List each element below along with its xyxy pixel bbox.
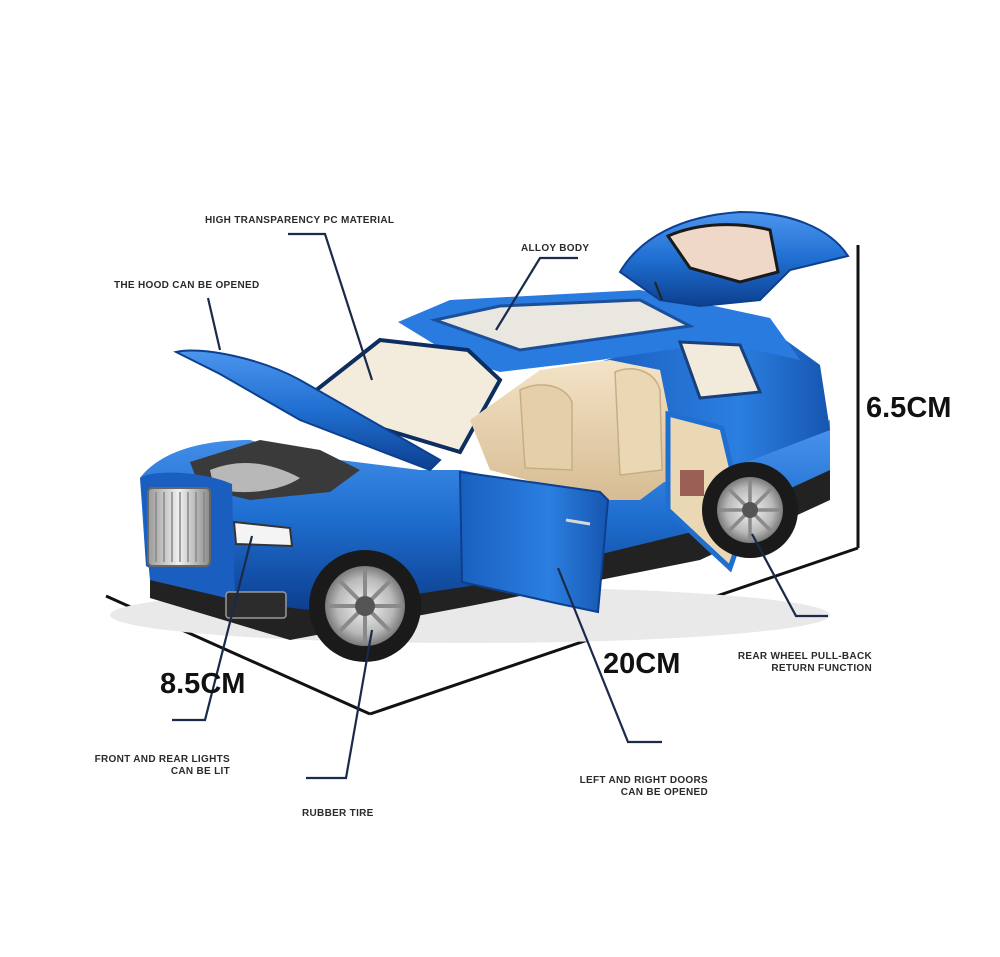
callout-rear-wheel-line1: REAR WHEEL PULL-BACK xyxy=(737,651,872,662)
callout-rear-wheel: REAR WHEEL PULL-BACK RETURN FUNCTION xyxy=(700,651,872,675)
callout-line-doors xyxy=(556,567,662,744)
callout-transparency: HIGH TRANSPARENCY PC MATERIAL xyxy=(205,215,395,226)
sunroof-glass xyxy=(429,298,695,352)
callout-line-alloy xyxy=(495,256,578,331)
dimension-width: 8.5CM xyxy=(160,668,246,700)
callout-alloy: ALLOY BODY xyxy=(521,243,590,254)
dimension-length: 20CM xyxy=(603,648,681,680)
car-illustration xyxy=(110,210,850,662)
callout-line-transparency xyxy=(288,232,374,381)
front-hub xyxy=(355,596,375,616)
lower-grille xyxy=(225,591,287,619)
engine-chrome xyxy=(210,463,300,493)
callout-lights-line1: FRONT AND REAR LIGHTS xyxy=(94,754,230,765)
hood-open xyxy=(173,349,442,472)
tailgate-glass xyxy=(665,223,780,284)
rear-seat xyxy=(614,368,663,476)
callout-tire: RUBBER TIRE xyxy=(302,808,374,819)
rear-window xyxy=(677,340,763,400)
callout-lights: FRONT AND REAR LIGHTS CAN BE LIT xyxy=(70,754,230,778)
door-panel-detail xyxy=(680,470,704,496)
front-seat xyxy=(519,384,573,471)
rear-hub xyxy=(742,502,758,518)
callout-lights-line2: CAN BE LIT xyxy=(170,766,230,777)
door-handle xyxy=(565,518,591,526)
callout-rear-wheel-line2: RETURN FUNCTION xyxy=(771,663,872,674)
callout-line-hood xyxy=(206,297,222,351)
callout-lines xyxy=(172,232,828,780)
callout-doors-line2: CAN BE OPENED xyxy=(620,787,708,798)
dimension-height: 6.5CM xyxy=(866,392,952,424)
callout-line-lights xyxy=(172,535,254,722)
callout-line-rear-wheel xyxy=(751,533,828,618)
callout-line-tire xyxy=(306,629,374,780)
tailgate-strut xyxy=(654,281,663,301)
callout-doors-line1: LEFT AND RIGHT DOORS xyxy=(579,775,708,786)
grille-bars xyxy=(155,492,205,562)
headlight xyxy=(232,520,294,548)
grille xyxy=(147,487,211,567)
front-door-open xyxy=(458,470,610,614)
callout-hood: THE HOOD CAN BE OPENED xyxy=(114,280,260,291)
callout-doors: LEFT AND RIGHT DOORS CAN BE OPENED xyxy=(540,775,708,799)
